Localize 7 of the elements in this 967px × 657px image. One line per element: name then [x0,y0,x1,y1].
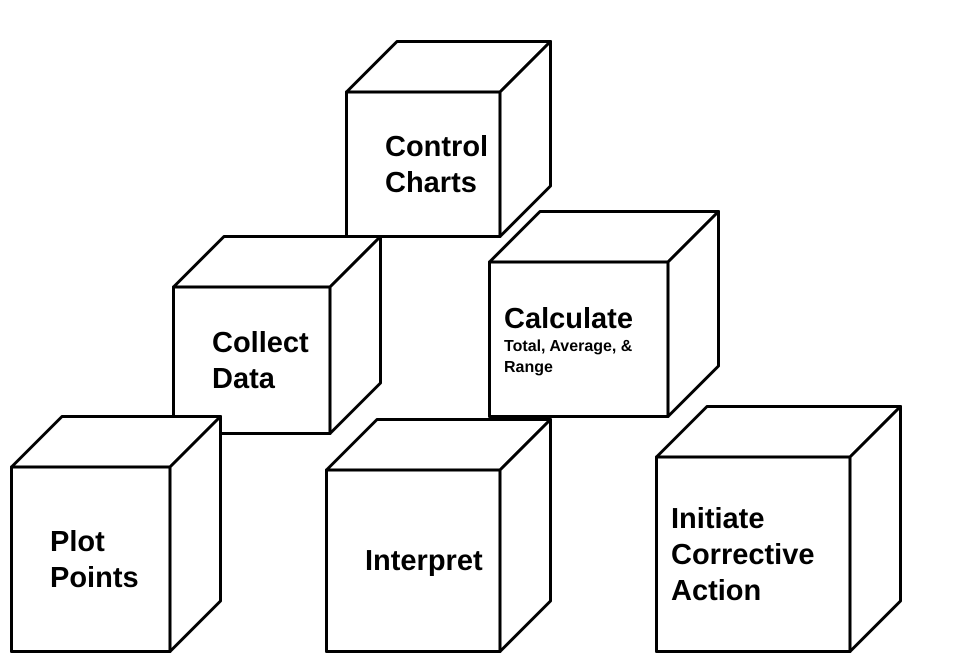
block-title: Plot Points [50,524,140,596]
block-title: Initiate Corrective Action [671,502,816,610]
block-title: Calculate [504,302,634,338]
block-title: Collect Data [212,326,310,397]
block-title: Control Charts [385,130,486,201]
block-title: Interpret [365,544,484,580]
block-subtitle: Total, Average, & Range [504,337,634,378]
